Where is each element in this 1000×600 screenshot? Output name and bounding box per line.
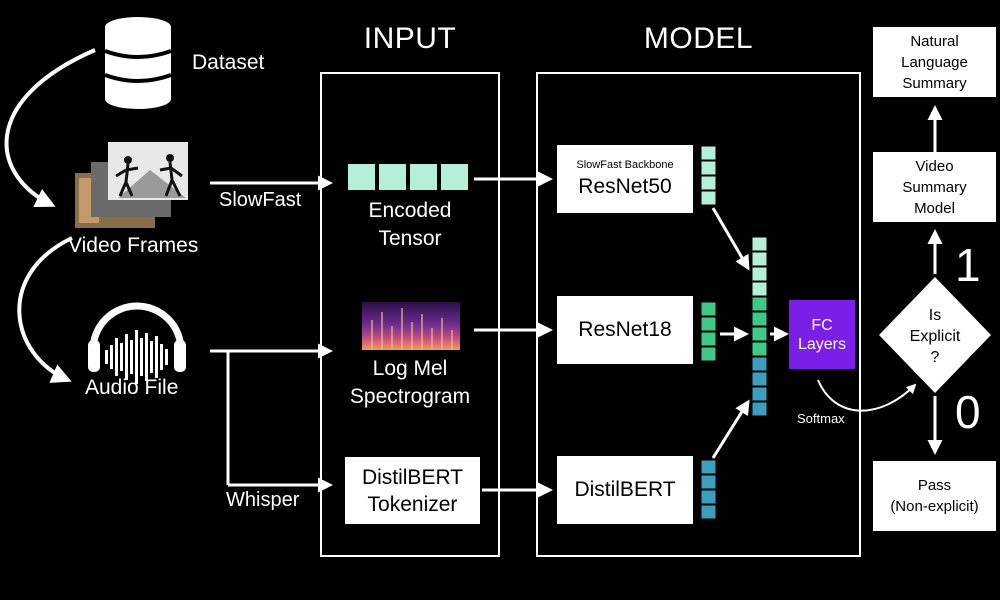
vector-cell — [751, 341, 768, 357]
video-model-line: Summary — [902, 178, 967, 196]
resnet18-title: ResNet18 — [578, 318, 672, 341]
encoded-tensor-label: Encoded Tensor — [330, 197, 490, 253]
summary-line: Language — [901, 53, 968, 71]
vector-cell — [700, 346, 717, 362]
vector-cell — [700, 160, 717, 176]
video-model-line: Model — [914, 199, 955, 217]
resnet50-box: SlowFast Backbone ResNet50 — [557, 145, 693, 213]
log-mel-line: Spectrogram — [349, 385, 471, 408]
database-icon — [104, 17, 172, 109]
model-title: MODEL — [643, 22, 754, 55]
input-frame — [320, 72, 500, 557]
tensor-cell — [441, 164, 468, 190]
video-model-line: Video — [915, 157, 954, 175]
vector-cell — [751, 236, 768, 252]
vector-cell — [751, 296, 768, 312]
video-frames-label: Video Frames — [68, 234, 199, 257]
decision-line: ? — [930, 349, 940, 366]
fc-layers-box: FC Layers — [789, 300, 855, 369]
vector-cell — [751, 386, 768, 402]
vector-cell — [700, 474, 717, 490]
resnet18-box: ResNet18 — [557, 296, 693, 364]
yes-branch-label: 1 — [955, 239, 981, 291]
slowfast-label: SlowFast — [219, 189, 302, 211]
vector-cell — [751, 311, 768, 327]
model-frame — [536, 72, 861, 557]
vector-cell — [751, 266, 768, 282]
vector-cell — [751, 281, 768, 297]
tensor-cell — [379, 164, 406, 190]
vector-cell — [700, 489, 717, 505]
fc-line: FC — [811, 316, 833, 334]
vector-cell — [700, 145, 717, 161]
spectrogram-image — [362, 302, 460, 350]
whisper-label: Whisper — [226, 489, 300, 511]
decision-line: Is — [928, 307, 942, 324]
pass-box: Pass (Non-explicit) — [873, 461, 996, 531]
vector-cell — [751, 401, 768, 417]
vector-cell — [700, 504, 717, 520]
vector-cell — [700, 459, 717, 475]
vector-cell — [700, 175, 717, 191]
summary-box: Natural Language Summary — [873, 27, 996, 97]
video-summary-model-box: Video Summary Model — [873, 152, 996, 222]
vector-cell — [700, 331, 717, 347]
resnet50-subtitle: SlowFast Backbone — [576, 158, 674, 171]
pass-line: Pass — [917, 477, 952, 494]
summary-line: Natural — [910, 32, 959, 50]
vector-cell — [751, 371, 768, 387]
headphones-icon — [88, 302, 186, 384]
encoded-tensor-cells — [348, 164, 468, 190]
log-mel-line: Log Mel — [372, 357, 448, 380]
resnet50-to-concat-arrow — [711, 207, 750, 271]
vector-cell — [700, 301, 717, 317]
video-frames-icon — [75, 142, 188, 228]
tensor-cell — [410, 164, 437, 190]
dataset-to-frames-arrow — [4, 48, 96, 208]
no-branch-label: 0 — [955, 386, 981, 438]
tokenizer-box: DistilBERT Tokenizer — [345, 457, 480, 524]
tokenizer-line: DistilBERT — [361, 465, 464, 489]
pass-line: (Non-explicit) — [890, 498, 979, 515]
distilbert-title: DistilBERT — [574, 478, 676, 501]
encoded-tensor-line: Tensor — [378, 227, 442, 250]
vector-cell — [700, 190, 717, 206]
distilbert-box: DistilBERT — [557, 456, 693, 524]
log-mel-label: Log Mel Spectrogram — [330, 355, 490, 411]
vector-cell — [700, 316, 717, 332]
decision-label: Is Explicit ? — [895, 305, 975, 368]
resnet18-vector — [700, 301, 717, 362]
frames-to-audio-arrow — [17, 236, 73, 383]
softmax-label: Softmax — [797, 411, 845, 426]
resnet50-title: ResNet50 — [578, 174, 672, 198]
tokenizer-line: Tokenizer — [367, 492, 458, 516]
vector-cell — [751, 326, 768, 342]
vector-cell — [751, 251, 768, 267]
resnet50-vector — [700, 145, 717, 206]
audio-file-label: Audio File — [85, 376, 179, 399]
concatenated-vector — [751, 236, 768, 417]
dataset-label: Dataset — [192, 51, 265, 74]
vector-cell — [751, 356, 768, 372]
summary-line: Summary — [902, 74, 967, 92]
tensor-cell — [348, 164, 375, 190]
distilbert-vector — [700, 459, 717, 520]
decision-line: Explicit — [909, 328, 961, 345]
encoded-tensor-line: Encoded — [368, 199, 452, 222]
decision-diamond — [879, 277, 991, 393]
fc-line: Layers — [797, 335, 847, 353]
distilbert-to-concat-arrow — [711, 399, 750, 459]
input-title: INPUT — [363, 22, 457, 55]
